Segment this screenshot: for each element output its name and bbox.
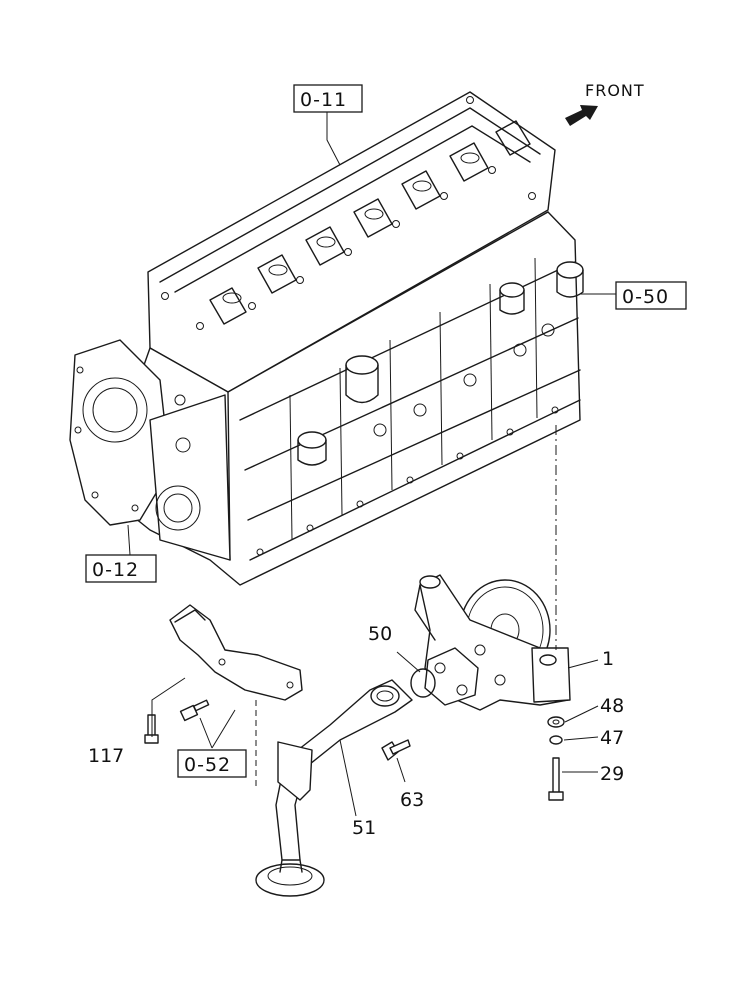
ref-0-11[interactable]: 0-11 — [293, 84, 363, 113]
svg-text:0-12: 0-12 — [92, 559, 139, 581]
thermostat-housing — [297, 355, 379, 466]
part-number-51: 51 — [352, 817, 376, 839]
part-number-50: 50 — [368, 623, 392, 645]
strainer-bracket — [169, 604, 303, 701]
timing-gear-case — [69, 339, 171, 526]
part-number-1: 1 — [602, 648, 614, 670]
bracket-bolt — [179, 699, 210, 722]
washer-47 — [549, 735, 563, 745]
ref-0-12[interactable]: 0-12 — [85, 554, 157, 583]
o-ring-50 — [410, 668, 436, 698]
part-number-117: 117 — [88, 745, 124, 767]
engine-block — [69, 91, 584, 586]
deck-bolt-holes — [161, 96, 536, 330]
front-arrow-icon — [565, 105, 598, 126]
side-fittings — [373, 261, 584, 437]
oil-strainer-pipe — [255, 679, 413, 897]
block-ribs — [289, 257, 538, 541]
washer-48 — [547, 716, 565, 728]
part-number-29: 29 — [600, 763, 624, 785]
flange-bolts — [256, 406, 559, 556]
leader-lines — [127, 112, 616, 817]
svg-text:0-50: 0-50 — [622, 286, 669, 308]
part-number-48: 48 — [600, 695, 624, 717]
part-number-63: 63 — [400, 789, 424, 811]
oil-pump — [414, 574, 571, 711]
front-label: FRONT — [585, 81, 645, 100]
ref-0-52[interactable]: 0-52 — [177, 749, 247, 778]
svg-text:0-11: 0-11 — [300, 89, 347, 111]
part-number-47: 47 — [600, 727, 624, 749]
svg-text:0-52: 0-52 — [184, 754, 231, 776]
ref-0-50[interactable]: 0-50 — [615, 281, 687, 310]
bolt-29 — [548, 757, 564, 801]
bolt-63 — [381, 739, 411, 761]
